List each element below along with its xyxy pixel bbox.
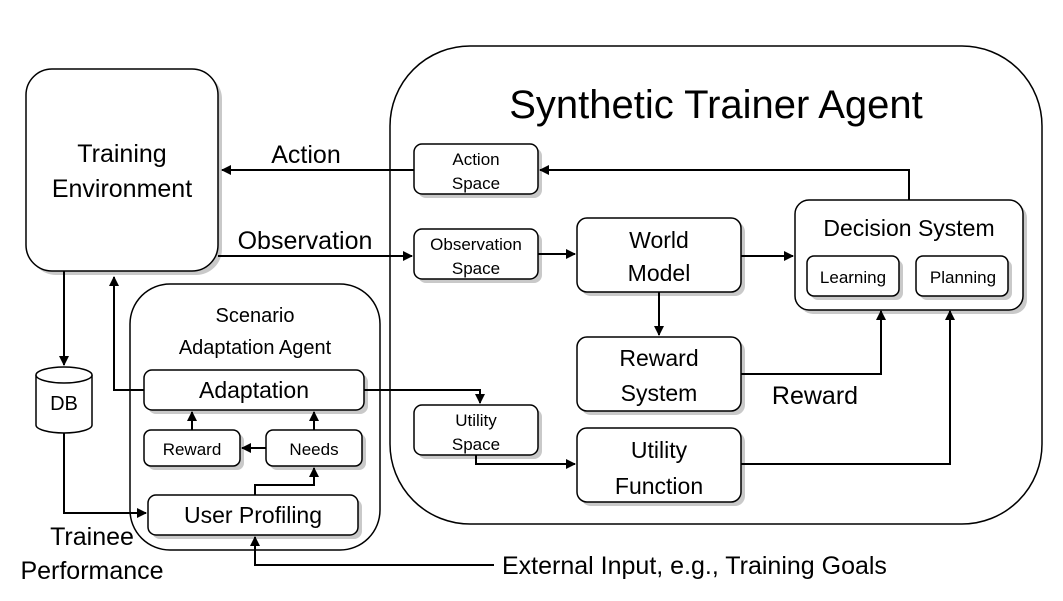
learning-box [806, 255, 900, 297]
edge-db-to-user-profiling [63, 433, 147, 518]
user-profiling-label: User Profiling [184, 502, 322, 528]
needs-label: Needs [289, 440, 338, 459]
adaptation-label: Adaptation [199, 377, 309, 403]
edge-decision-to-action-space [539, 165, 910, 200]
scenario-adaptation-agent-label-1: Scenario [216, 305, 295, 327]
planning-label: Planning [930, 268, 996, 287]
reward-system-label-2: System [621, 380, 698, 406]
training-environment-box [25, 68, 219, 272]
edge-adaptation-to-utility-space [364, 389, 485, 404]
utility-function-label-1: Utility [631, 437, 688, 463]
edge-label-action: Action [271, 141, 340, 169]
edge-label-trainee-performance-1: Trainee [50, 523, 134, 551]
observation-space-label-1: Observation [430, 235, 522, 254]
edge-label-external-input: External Input, e.g., Training Goals [502, 552, 887, 580]
training-environment-label-2: Environment [52, 175, 192, 203]
user-profiling-box [147, 494, 359, 536]
learning-label: Learning [820, 268, 886, 287]
world-model-label-2: Model [628, 260, 691, 286]
diagram-title: Synthetic Trainer Agent [509, 83, 923, 127]
world-model-label-1: World [629, 227, 689, 253]
utility-space-label-1: Utility [455, 411, 497, 430]
edge-user-profiling-to-needs [254, 467, 319, 495]
edge-utility-function-to-planning [741, 310, 955, 465]
edge-label-trainee-performance-2: Performance [20, 557, 163, 585]
edge-external-input-to-user-profiling [250, 536, 494, 566]
edge-utility-space-to-utility-function [475, 455, 576, 469]
edge-reward-system-to-learning [741, 310, 886, 375]
utility-space-label-2: Space [452, 435, 500, 454]
edge-label-reward: Reward [772, 382, 858, 410]
utility-function-label-2: Function [615, 473, 703, 499]
action-space-label-1: Action [452, 150, 499, 169]
observation-space-label-2: Space [452, 259, 500, 278]
decision-system-label: Decision System [823, 215, 994, 241]
action-space-label-2: Space [452, 174, 500, 193]
scenario-adaptation-agent-label-2: Adaptation Agent [179, 337, 332, 359]
reward-small-label: Reward [163, 440, 222, 459]
edge-adaptation-to-environment [109, 276, 144, 391]
planning-box [915, 255, 1009, 297]
db-cylinder [35, 366, 93, 434]
reward-system-label-1: Reward [619, 345, 698, 371]
edge-label-observation: Observation [238, 227, 373, 255]
training-environment-label-1: Training [77, 140, 166, 168]
db-label: DB [50, 393, 78, 415]
